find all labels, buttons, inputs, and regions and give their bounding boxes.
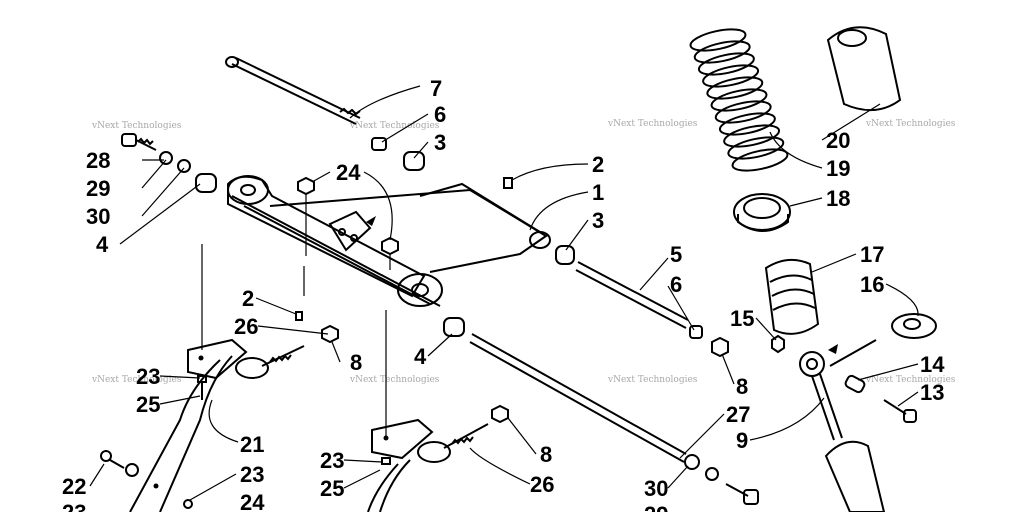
callout-16: 16: [860, 272, 884, 297]
callout-17: 17: [860, 242, 884, 267]
callout-27: 27: [726, 402, 750, 427]
callout-24: 24: [240, 490, 265, 512]
spring-coil: [727, 136, 785, 160]
spring-coil: [723, 124, 781, 148]
callout-21: 21: [240, 432, 264, 457]
rear-arm-frame: [227, 175, 551, 307]
bottom-left-hardware: [100, 450, 193, 509]
coil-spring: [689, 28, 789, 172]
callout-labels: 7 6 3 2 1 3 24 28 29 30 4 2 26 8 4 5 6 8…: [62, 76, 945, 512]
watermarks: vNext Technologies vNext Technologies vN…: [91, 119, 956, 385]
callout-8: 8: [736, 374, 748, 399]
spring-coil: [693, 40, 751, 64]
bushing-upper: [371, 137, 425, 171]
callout-4: 4: [414, 344, 427, 369]
callout-24: 24: [336, 160, 361, 185]
bump-stop: [764, 258, 820, 335]
watermark: vNext Technologies: [91, 375, 182, 385]
callout-14: 14: [920, 352, 945, 377]
watermark: vNext Technologies: [349, 375, 440, 385]
callout-8: 8: [540, 442, 552, 467]
callout-6: 6: [434, 102, 446, 127]
spring-coil: [706, 76, 764, 100]
lower-shaft: [469, 333, 759, 505]
small-hardware-upper: [295, 176, 513, 321]
spacers: [443, 245, 575, 337]
callout-23: 23: [320, 448, 344, 473]
callout-1: 1: [592, 180, 604, 205]
callout-2: 2: [242, 286, 254, 311]
spring-coil: [714, 100, 772, 124]
upper-shaft: [575, 261, 729, 358]
spring-coil: [731, 148, 789, 172]
callout-26: 26: [234, 314, 258, 339]
callout-22: 22: [62, 474, 86, 499]
callout-7: 7: [430, 76, 442, 101]
callout-20: 20: [826, 128, 850, 153]
center-idler-arm: [367, 404, 509, 512]
dust-boot: [826, 26, 902, 111]
shock-absorber: [771, 334, 917, 512]
leader-lines: [89, 85, 919, 501]
watermark: vNext Technologies: [865, 119, 956, 129]
spring-coil: [710, 88, 768, 112]
callout-25: 25: [320, 476, 344, 501]
watermark: vNext Technologies: [607, 375, 698, 385]
spring-retainer: [733, 193, 791, 232]
callout-26: 26: [530, 472, 554, 497]
callout-30: 30: [644, 476, 668, 501]
callout-6: 6: [670, 272, 682, 297]
upper-long-bolt: [225, 56, 361, 125]
callout-18: 18: [826, 186, 850, 211]
callout-2: 2: [592, 152, 604, 177]
alignment-lines: [201, 244, 387, 440]
callout-23: 23: [240, 462, 264, 487]
callout-9: 9: [736, 428, 748, 453]
callout-5: 5: [670, 242, 682, 267]
callout-8: 8: [350, 350, 362, 375]
callout-29: 29: [86, 176, 110, 201]
spring-coil: [689, 28, 747, 52]
left-idler-arm: [129, 324, 339, 512]
watermark: vNext Technologies: [607, 119, 698, 129]
callout-4: 4: [96, 232, 109, 257]
callout-23: 23: [136, 364, 160, 389]
watermark: vNext Technologies: [865, 375, 956, 385]
callout-30: 30: [86, 204, 110, 229]
callout-3: 3: [434, 130, 446, 155]
spring-coil: [718, 112, 776, 136]
callout-3: 3: [592, 208, 604, 233]
front-bolt-stack: [121, 133, 217, 193]
callout-15: 15: [730, 306, 754, 331]
callout-28: 28: [86, 148, 110, 173]
spring-coil: [697, 52, 755, 76]
callout-19: 19: [826, 156, 850, 181]
callout-23: 23: [62, 500, 86, 512]
spring-cup: [891, 313, 937, 339]
watermark: vNext Technologies: [349, 121, 440, 131]
watermark: vNext Technologies: [91, 121, 182, 131]
callout-25: 25: [136, 392, 160, 417]
callout-29: 29: [644, 502, 668, 512]
spring-coil: [702, 64, 760, 88]
callout-13: 13: [920, 380, 944, 405]
